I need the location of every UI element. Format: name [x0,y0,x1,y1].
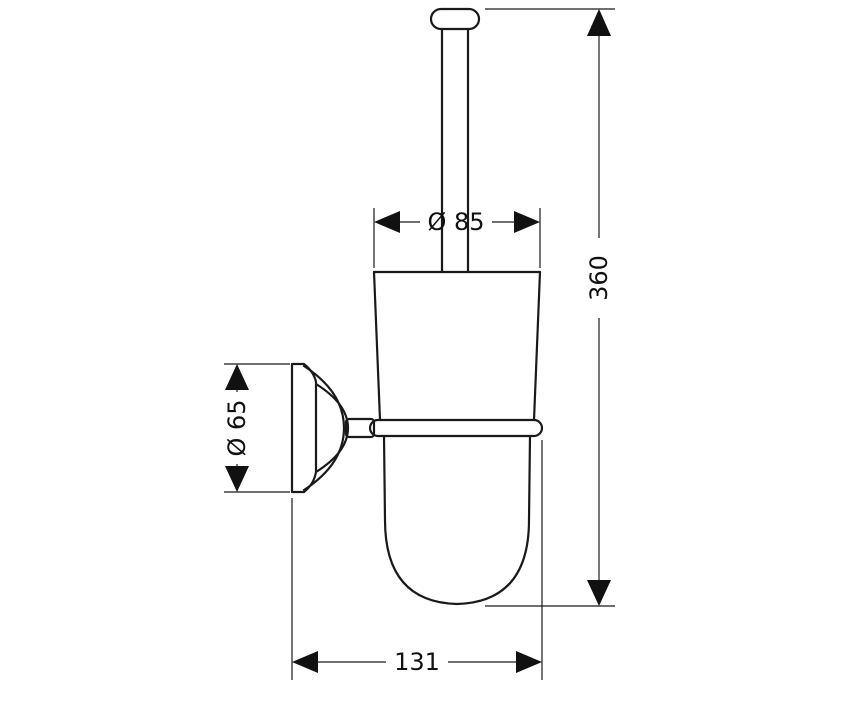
label-height: 360 [585,255,613,301]
wall-mount [290,362,376,494]
dimension-height: 360 [485,8,615,607]
cup-lower-bowl [382,434,532,606]
holder-ring [368,418,544,438]
mount-arm [344,417,376,439]
cup-upper-left-side [372,270,382,422]
rosette-outer [302,364,346,492]
dimension-depth: 131 [291,440,543,680]
label-cup-diameter: Ø 85 [427,208,484,236]
rosette-inner [314,382,350,474]
label-depth: 131 [394,648,440,676]
arrow-right-depth [516,651,542,673]
dimension-mount-diameter: Ø 65 [223,363,290,493]
dimension-cup-diameter: Ø 85 [373,208,541,268]
label-mount-diameter: Ø 65 [223,399,251,456]
brush-holder-cup [372,270,542,606]
arrow-right-cup [514,211,540,233]
arrow-up-mount [225,364,249,390]
toilet-brush [429,7,481,274]
arrow-down-mount [225,466,249,492]
arrow-down [587,580,611,606]
wall-plate [290,362,318,494]
cup-upper-right-side [532,270,542,422]
holder-ring-band [368,418,544,438]
arrow-up [587,9,611,36]
arrow-left-depth [292,651,318,673]
brush-handle-cap [429,7,481,31]
arrow-left-cup [374,211,400,233]
